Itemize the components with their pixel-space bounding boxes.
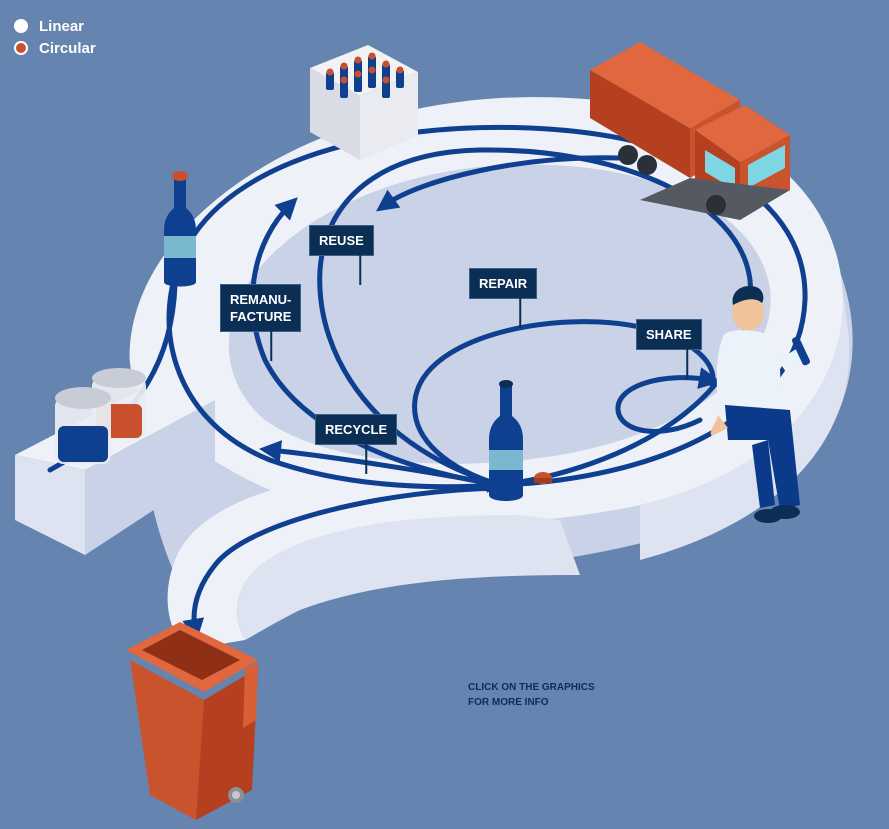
track-outer-loop <box>129 97 843 523</box>
legend-label-linear: Linear <box>39 17 85 35</box>
remanufacture-label[interactable]: REMANU- FACTURE <box>220 284 302 332</box>
circular-swatch <box>14 41 28 55</box>
share-label[interactable]: SHARE <box>636 319 702 350</box>
legend: Linear Circular <box>14 15 96 59</box>
track-left-branch-side <box>15 455 85 555</box>
reuse-label[interactable]: REUSE <box>309 225 374 256</box>
legend-label-circular: Circular <box>39 39 96 57</box>
bottle-crate-icon[interactable] <box>310 45 418 160</box>
person-with-bottle-icon[interactable] <box>710 286 811 523</box>
linear-swatch <box>14 19 28 33</box>
legend-item-linear: Linear <box>14 15 96 37</box>
track-right-side <box>640 270 850 560</box>
bottle-cap-icon[interactable] <box>534 472 552 484</box>
top-flow-line <box>376 155 623 212</box>
bottle-icon[interactable] <box>164 171 196 287</box>
recycle-flow-line <box>259 440 503 488</box>
reuse-flow-line <box>317 147 753 493</box>
legend-item-circular: Circular <box>14 37 96 59</box>
waste-bin-icon[interactable] <box>126 622 258 820</box>
repair-label[interactable]: REPAIR <box>469 268 538 299</box>
click-hint-text: CLICK ON THE GRAPHICS FOR MORE INFO <box>468 682 595 708</box>
remanufacture-flow-line <box>250 197 503 488</box>
track-exit-curve <box>167 470 520 650</box>
track-exit-curve-side <box>237 515 580 640</box>
jars-icon[interactable] <box>55 368 146 464</box>
track-left-branch-front <box>85 400 215 555</box>
share-flow-line <box>615 367 721 434</box>
recycle-label[interactable]: RECYCLE <box>315 414 398 445</box>
exit-flow-line <box>182 485 503 641</box>
delivery-truck-icon[interactable] <box>590 42 790 220</box>
center-bottle-icon[interactable] <box>489 380 523 501</box>
track-inner-wall <box>230 164 770 350</box>
